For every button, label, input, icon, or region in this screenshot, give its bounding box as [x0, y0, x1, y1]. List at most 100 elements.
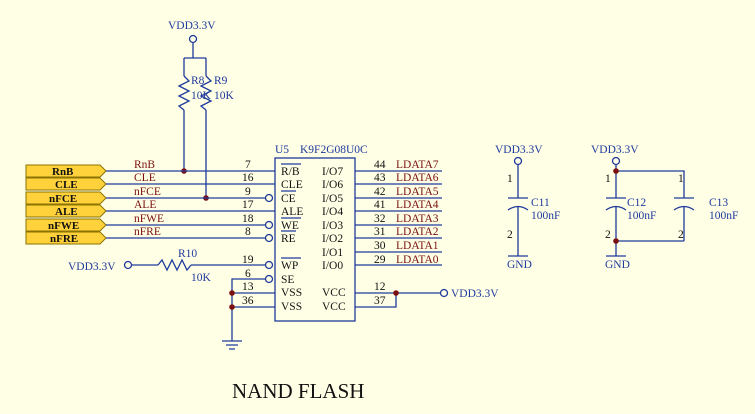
- r10-ref: R10: [178, 248, 197, 260]
- chip-u5[interactable]: U5 K9F2G08U0C 7 16 9 17 18 8 19 6 13 36 …: [242, 144, 386, 322]
- vdd-label-c12: VDD3.3V: [591, 144, 639, 156]
- r8-value: 10K: [191, 90, 212, 102]
- pin-name: I/O1: [322, 247, 343, 259]
- capacitor-c11: VDD3.3V 1 2 C11 100nF GND: [495, 144, 560, 271]
- vdd-label-wp: VDD3.3V: [68, 261, 116, 273]
- pin-name: WP: [281, 260, 298, 272]
- pin-name: CLE: [281, 179, 303, 191]
- data-bus-nets: LDATA7 LDATA6 LDATA5 LDATA4 LDATA3 LDATA…: [355, 159, 442, 266]
- capacitor-pair: VDD3.3V 1 2 C12 100nF 1 2 C13 100nF GND: [591, 144, 738, 271]
- port-nfce[interactable]: nFCE: [25, 191, 107, 205]
- c12-value: 100nF: [627, 210, 656, 222]
- pin-name: I/O0: [322, 260, 343, 272]
- port-rnb[interactable]: RnB: [25, 164, 107, 178]
- pin-name: VCC: [322, 287, 346, 299]
- chip-ref: U5: [275, 144, 289, 156]
- pin-name: I/O2: [322, 233, 343, 245]
- chip-part-number: K9F2G08U0C: [300, 144, 368, 156]
- pin-bubble: [264, 220, 274, 230]
- c12-ref: C12: [627, 197, 646, 209]
- pin-name: VSS: [281, 301, 302, 313]
- pin-num: 41: [374, 199, 386, 211]
- pin-num: 16: [242, 172, 254, 184]
- vdd-label-c11: VDD3.3V: [495, 144, 543, 156]
- pin-num: 29: [374, 254, 386, 266]
- pin-name: I/O5: [322, 193, 343, 205]
- svg-text:1: 1: [678, 173, 684, 185]
- pin-name: R/B: [281, 166, 300, 178]
- pin-num: 44: [374, 159, 386, 171]
- pin-num: 9: [245, 186, 251, 198]
- pin-num: 12: [374, 281, 386, 293]
- port-group: RnB CLE nFCE ALE nFWE nFRE: [25, 164, 107, 245]
- pin-num: 32: [374, 213, 386, 225]
- port-nfre[interactable]: nFRE: [25, 231, 107, 245]
- pin-num: 13: [242, 281, 254, 293]
- c11-value: 100nF: [531, 210, 560, 222]
- pin-bubble: [264, 193, 274, 203]
- pin-name: I/O4: [322, 206, 343, 218]
- control-nets: RnB CLE nFCE ALE nFWE nFRE: [106, 159, 275, 239]
- svg-text:ALE: ALE: [55, 206, 78, 218]
- port-cle[interactable]: CLE: [25, 177, 107, 191]
- capacitor-c13: 1 2 C13 100nF: [673, 173, 738, 241]
- net-label-rnb: RnB: [134, 159, 155, 171]
- r9-ref: R9: [214, 75, 228, 87]
- pin-num: 42: [374, 186, 386, 198]
- net-label-ldata7: LDATA7: [396, 159, 439, 171]
- gnd-label-c11: GND: [507, 259, 532, 271]
- net-label-nfre: nFRE: [134, 226, 161, 238]
- net-label-ldata6: LDATA6: [396, 172, 439, 184]
- pin-name: VSS: [281, 287, 302, 299]
- pin-num: 30: [374, 240, 386, 252]
- c13-value: 100nF: [709, 210, 738, 222]
- net-label-nfwe: nFWE: [134, 213, 164, 225]
- port-nfwe[interactable]: nFWE: [25, 218, 107, 232]
- pin-num: 31: [374, 226, 386, 238]
- c13-ref: C13: [709, 197, 728, 209]
- svg-text:nFCE: nFCE: [49, 193, 77, 205]
- pin-bubble: [264, 274, 274, 284]
- r9-value: 10K: [214, 90, 235, 102]
- r10-value: 10K: [191, 272, 212, 284]
- svg-text:1: 1: [507, 173, 513, 185]
- pin-num: 18: [242, 213, 254, 225]
- pin-bubble: [264, 233, 274, 243]
- pin-num: 19: [242, 254, 254, 266]
- net-label-ldata2: LDATA2: [396, 226, 439, 238]
- r8-ref: R8: [191, 75, 205, 87]
- svg-text:nFWE: nFWE: [48, 220, 79, 232]
- pin-name: SE: [281, 274, 294, 286]
- svg-text:1: 1: [605, 173, 611, 185]
- pin-num: 43: [374, 172, 386, 184]
- port-ale[interactable]: ALE: [25, 204, 107, 218]
- svg-text:2: 2: [507, 229, 513, 241]
- net-label-ldata3: LDATA3: [396, 213, 439, 225]
- resistor-r9: [199, 75, 213, 111]
- pin-name: RE: [281, 233, 296, 245]
- pin-name: VCC: [322, 301, 346, 313]
- net-label-ldata0: LDATA0: [396, 254, 439, 266]
- pin-num: 8: [245, 226, 251, 238]
- resistor-r8: [177, 75, 191, 111]
- pin-num: 17: [242, 199, 254, 211]
- pin-name: CE: [281, 193, 296, 205]
- resistor-r10: [157, 258, 192, 272]
- svg-text:2: 2: [678, 229, 684, 241]
- chip-ground: [222, 278, 275, 350]
- pin-num: 6: [245, 268, 251, 280]
- pullup-network: VDD3.3V R8 10K R9 10K: [168, 20, 235, 201]
- pin-bubble: [264, 260, 274, 270]
- net-label-ldata4: LDATA4: [396, 199, 439, 211]
- pin-num: 7: [245, 159, 251, 171]
- pin-overbar: [281, 163, 301, 259]
- pin-name: I/O6: [322, 179, 343, 191]
- capacitor-c12: 1 2 C12 100nF: [605, 173, 656, 241]
- net-label-cle: CLE: [134, 172, 156, 184]
- net-label-ldata1: LDATA1: [396, 240, 439, 252]
- svg-text:nFRE: nFRE: [50, 233, 78, 245]
- pin-name: ALE: [281, 206, 303, 218]
- chip-vcc: VDD3.3V: [355, 288, 499, 308]
- net-label-ldata5: LDATA5: [396, 186, 439, 198]
- pin-name: WE: [281, 220, 299, 232]
